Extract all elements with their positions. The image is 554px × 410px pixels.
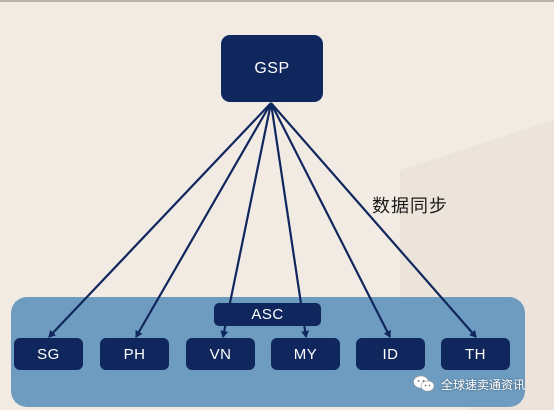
- node-sg: SG: [14, 338, 83, 370]
- edge-gsp-my: [269, 102, 310, 338]
- edge-gsp-id: [270, 102, 391, 338]
- node-vn: VN: [186, 338, 255, 370]
- wechat-icon: [413, 375, 435, 393]
- edge-gsp-ph: [135, 102, 272, 338]
- asc-node: ASC: [214, 303, 321, 326]
- watermark-text: 全球速卖通资讯: [441, 377, 526, 392]
- top-divider: [0, 0, 554, 2]
- watermark: 全球速卖通资讯: [413, 370, 525, 398]
- edge-gsp-vn: [220, 102, 273, 338]
- node-id: ID: [356, 338, 425, 370]
- node-ph: PH: [100, 338, 169, 370]
- edge-gsp-th: [270, 102, 477, 338]
- node-th: TH: [441, 338, 510, 370]
- edge-label: 数据同步: [372, 196, 448, 217]
- gsp-node: GSP: [221, 35, 323, 102]
- edge-gsp-sg: [48, 102, 272, 338]
- node-my: MY: [271, 338, 340, 370]
